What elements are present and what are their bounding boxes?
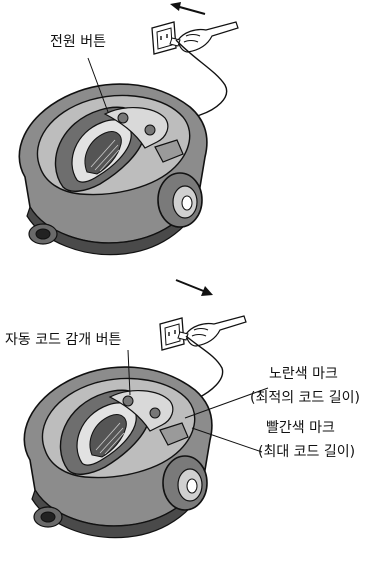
red-mark-note: (최대 코드 길이)	[258, 444, 356, 460]
bottom-panel	[23, 279, 269, 539]
arrow-down-right-icon	[175, 279, 213, 296]
vacuum-cleaner-icon	[18, 83, 208, 256]
red-mark-leader	[191, 427, 263, 453]
red-mark-label: 빨간색 마크	[266, 420, 335, 436]
hand-with-plug	[177, 315, 247, 347]
rewind-button-leader	[127, 349, 131, 396]
vacuum-cleaner-icon	[23, 366, 213, 539]
yellow-mark-label: 노란색 마크	[269, 366, 338, 382]
yellow-mark-leader	[184, 387, 269, 419]
top-panel	[18, 2, 239, 256]
hand-with-plug	[169, 21, 239, 53]
power-button-label: 전원 버튼	[50, 34, 106, 50]
arrow-left-icon	[170, 2, 206, 15]
rewind-button-label: 자동 코드 감개 버튼	[5, 332, 122, 348]
power-button-leader	[87, 57, 109, 113]
yellow-mark-note: (최적의 코드 길이)	[250, 390, 360, 406]
